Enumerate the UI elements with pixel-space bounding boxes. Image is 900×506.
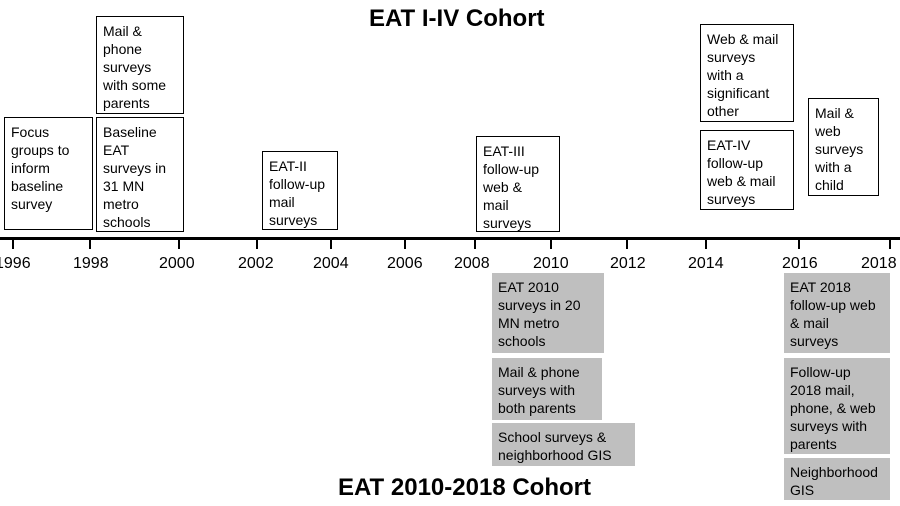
year-label: 1998 bbox=[73, 255, 109, 272]
year-label: 2014 bbox=[688, 255, 724, 272]
both-parents-box: Mail & phone surveys with both parents bbox=[492, 358, 602, 420]
timeline-axis bbox=[0, 237, 900, 240]
tick-2014 bbox=[705, 237, 707, 249]
year-label: 2002 bbox=[238, 255, 274, 272]
tick-2004 bbox=[330, 237, 332, 249]
year-label: 2012 bbox=[610, 255, 646, 272]
tick-2016 bbox=[798, 237, 800, 249]
eat-iv-box: EAT-IV follow-up web & mail surveys bbox=[700, 130, 794, 210]
top-cohort-title: EAT I-IV Cohort bbox=[369, 5, 545, 32]
tick-1998 bbox=[89, 237, 91, 249]
year-label: 2010 bbox=[533, 255, 569, 272]
tick-2006 bbox=[404, 237, 406, 249]
year-label: 2000 bbox=[159, 255, 195, 272]
eat-2018-box: EAT 2018 follow-up web & mail surveys bbox=[784, 273, 890, 353]
tick-2002 bbox=[256, 237, 258, 249]
tick-1996 bbox=[12, 237, 14, 249]
year-label: 2018 bbox=[861, 255, 897, 272]
eat-2010-box: EAT 2010 surveys in 20 MN metro schools bbox=[492, 273, 604, 353]
year-label: 2008 bbox=[454, 255, 490, 272]
eat-iii-box: EAT-III follow-up web & mail surveys bbox=[476, 136, 560, 232]
year-label: 2006 bbox=[387, 255, 423, 272]
tick-2000 bbox=[178, 237, 180, 249]
with-child-box: Mail & web surveys with a child bbox=[808, 98, 879, 196]
mail-phone-parents-box: Mail & phone surveys with some parents bbox=[96, 16, 184, 114]
follow-up-2018-parents-box: Follow-up 2018 mail, phone, & web survey… bbox=[784, 358, 890, 454]
tick-2012 bbox=[626, 237, 628, 249]
significant-other-box: Web & mail surveys with a significant ot… bbox=[700, 24, 794, 122]
school-gis-box: School surveys & neighborhood GIS bbox=[492, 423, 635, 466]
year-label: 2004 bbox=[313, 255, 349, 272]
focus-groups-box: Focus groups to inform baseline survey bbox=[4, 117, 93, 230]
tick-2018 bbox=[889, 237, 891, 249]
baseline-eat-box: Baseline EAT surveys in 31 MN metro scho… bbox=[96, 117, 184, 232]
tick-2008 bbox=[474, 237, 476, 249]
year-label: 1996 bbox=[0, 255, 31, 272]
tick-2010 bbox=[550, 237, 552, 249]
bottom-cohort-title: EAT 2010-2018 Cohort bbox=[338, 474, 591, 501]
year-label: 2016 bbox=[782, 255, 818, 272]
neighborhood-gis-box: Neighborhood GIS bbox=[784, 458, 890, 500]
eat-ii-box: EAT-II follow-up mail surveys bbox=[262, 151, 338, 230]
